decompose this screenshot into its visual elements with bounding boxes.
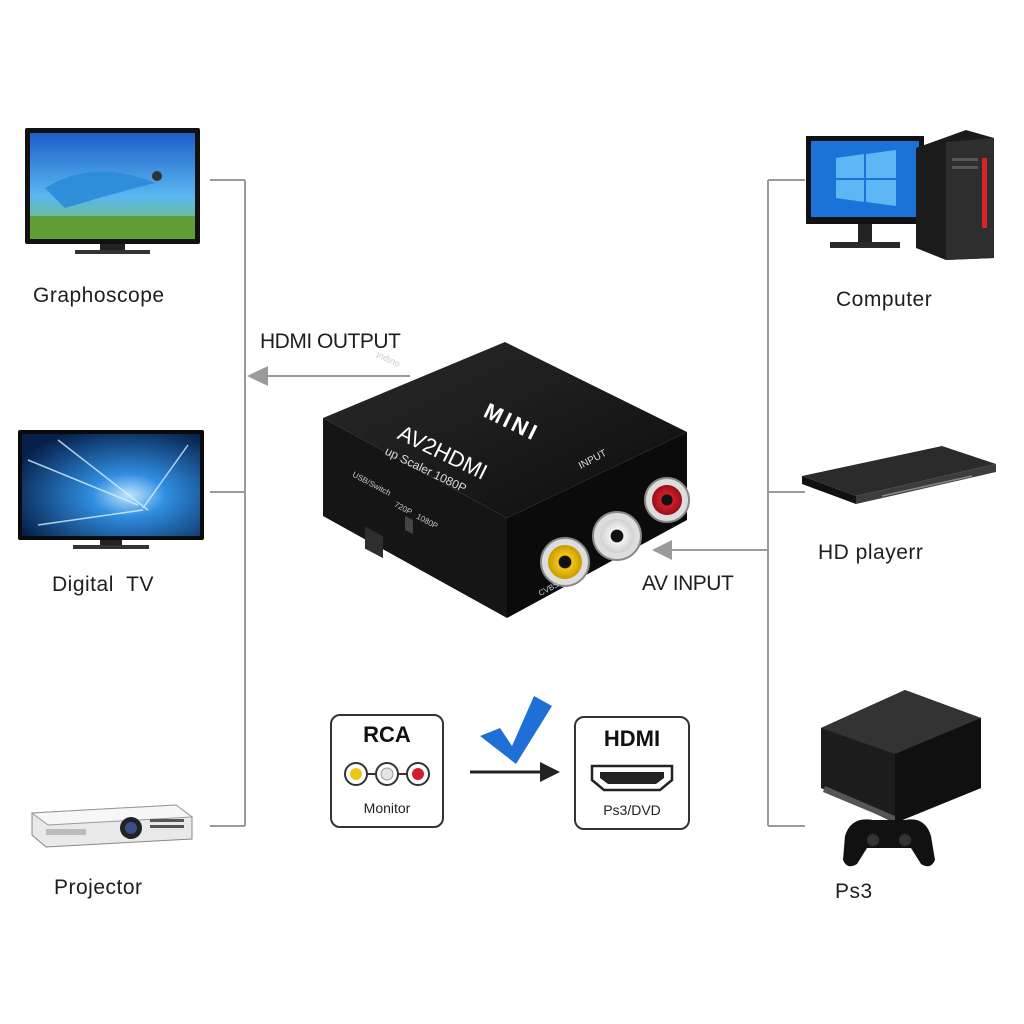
graphoscope-image (25, 128, 200, 258)
rca-sub: Monitor (363, 800, 411, 816)
computer-image (806, 128, 996, 263)
input-label-hd-player: HD playerr (818, 541, 924, 564)
hd-player-image (802, 438, 998, 510)
conversion-arrow (470, 762, 560, 782)
output-label-projector: Projector (54, 876, 143, 899)
hdmi-port-icon (590, 764, 674, 792)
output-label-digital-tv: Digital TV (52, 573, 154, 596)
hdmi-output-label: HDMI OUTPUT (260, 330, 401, 353)
projector-image (26, 795, 196, 855)
input-arrow (652, 540, 768, 560)
rca-connectors-icon (344, 762, 430, 786)
input-label-ps3: Ps3 (835, 880, 873, 903)
output-label-graphoscope: Graphoscope (33, 284, 165, 307)
av-input-label: AV INPUT (642, 572, 734, 595)
rca-title: RCA (363, 722, 411, 747)
hdmi-title: HDMI (603, 726, 661, 751)
hdmi-sub: Ps3/DVD (603, 802, 661, 818)
input-label-computer: Computer (836, 288, 933, 311)
av2hdmi-converter: MINI AV2HDMI up Scaler 1080P output INPU… (315, 340, 695, 620)
digital-tv-image (18, 430, 204, 552)
check-icon (480, 696, 552, 764)
hdmi-box: HDMI Ps3/DVD (574, 716, 690, 830)
output-arrow (247, 366, 410, 386)
rca-box: RCA Monitor (330, 714, 444, 828)
ps3-image (815, 688, 985, 873)
